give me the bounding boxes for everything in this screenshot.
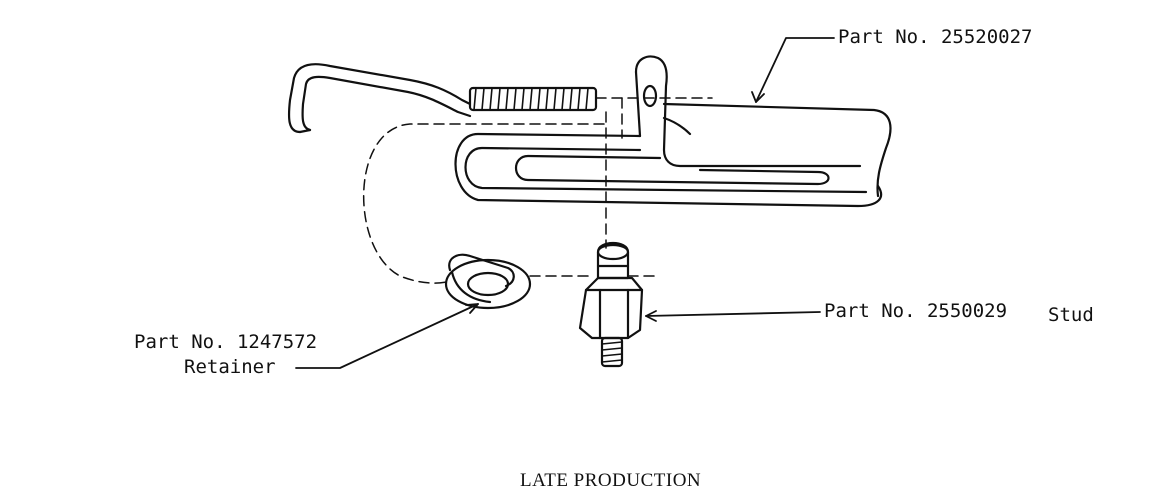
diagram-caption: LATE PRODUCTION	[520, 470, 702, 491]
retainer-part-number: Part No. 1247572	[134, 331, 318, 353]
bracket-part-number: Part No. 25520027	[838, 26, 1033, 48]
assembly-lines	[363, 97, 713, 284]
bracket	[454, 55, 892, 208]
stud-part-number: Part No. 2550029	[824, 300, 1008, 322]
hook-rod	[287, 63, 598, 134]
leader-lines	[295, 37, 835, 369]
stud-label: Stud	[1048, 304, 1094, 326]
retainer-label: Retainer	[184, 356, 276, 378]
stud	[578, 241, 644, 368]
retainer	[444, 253, 532, 310]
